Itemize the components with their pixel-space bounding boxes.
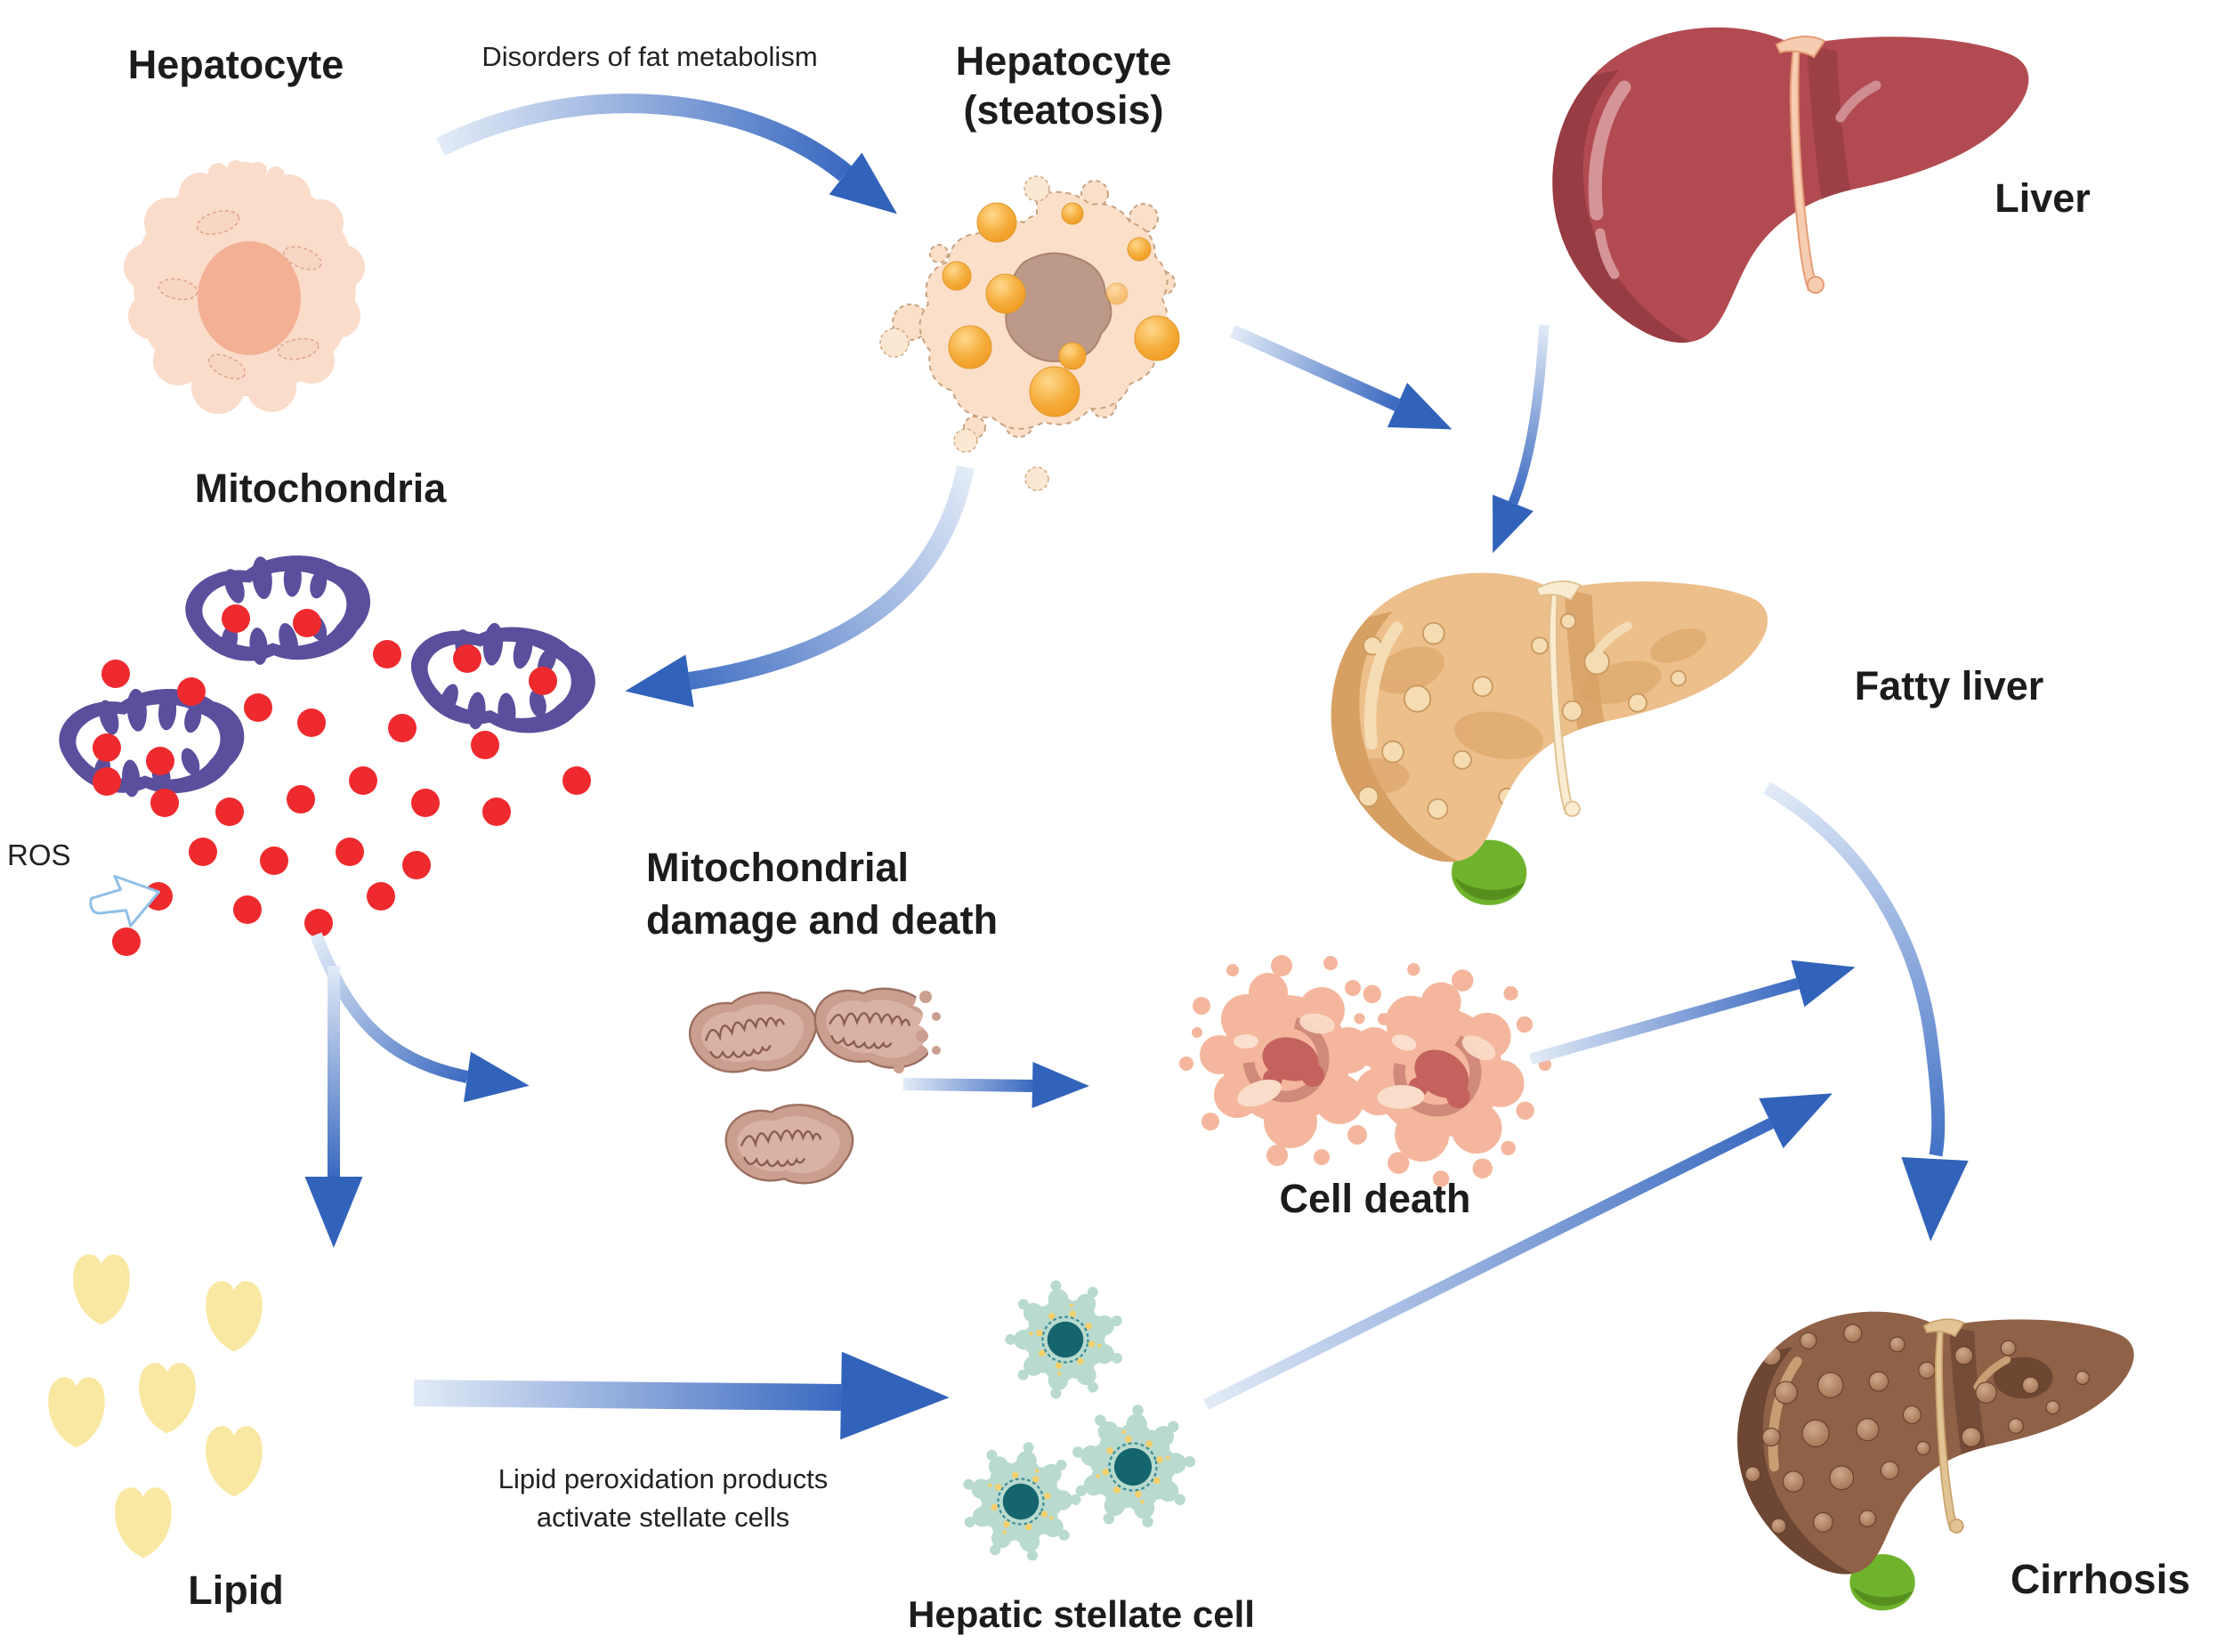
damaged-mitochondrion — [723, 1099, 856, 1187]
mitochondria-label-text: Mitochondria — [194, 466, 447, 511]
lipid-droplets-icon — [48, 1254, 263, 1559]
lipid-label-text: Lipid — [188, 1567, 284, 1613]
ros-label-text: ROS — [7, 838, 71, 871]
arrow-ros-to-lipid-icon — [304, 966, 363, 1248]
stellate-cells-icon — [939, 1272, 1210, 1584]
mito-damage-label-line1: Mitochondrial — [646, 845, 909, 890]
cirrhosis-label: Cirrhosis — [1985, 1554, 2216, 1604]
hepatocyte-label-text: Hepatocyte — [127, 42, 344, 87]
mitochondria-cluster-icon — [55, 545, 600, 956]
steatosis-lipid-droplets — [942, 202, 1180, 417]
arrow-ros-to-damage-icon — [310, 932, 533, 1112]
arrow-celldeath-to-cirrhosis-icon — [1529, 943, 1863, 1065]
mito-damage-label: Mitochondrial damage and death — [646, 842, 1180, 946]
stellate-label: Hepatic stellate cell — [886, 1591, 1277, 1637]
lipid-perox-line1: Lipid peroxidation products — [498, 1463, 829, 1494]
arrow-damage-to-celldeath-icon — [902, 1062, 1090, 1110]
stellate-cell — [995, 1272, 1135, 1411]
lipid-perox-annotation: Lipid peroxidation products activate ste… — [458, 1460, 868, 1537]
mitochondria-label: Mitochondria — [151, 465, 490, 514]
ros-arrow-icon — [89, 874, 161, 927]
cirrhosis-liver-icon — [1737, 1311, 2134, 1611]
cirrhosis-nodules — [1744, 1324, 2090, 1535]
ros-dots — [93, 604, 591, 956]
fatty-liver-label: Fatty liver — [1807, 662, 2092, 711]
arrow-lipid-to-stellate-icon — [413, 1351, 951, 1442]
mitochondrion-icon — [55, 681, 248, 802]
disorders-annotation: Disorders of fat metabolism — [441, 37, 859, 76]
arrow-steatosis-to-mitochondria-icon — [620, 466, 975, 718]
liver-ligament — [1775, 36, 1826, 294]
arrow-stellate-to-cirrhosis-icon — [1203, 1068, 1845, 1410]
steatosis-cell-icon — [879, 175, 1180, 491]
damaged-mitochondrion — [686, 987, 821, 1077]
steatosis-label: Hepatocyte (steatosis) — [917, 37, 1210, 135]
hepatocyte-mitochondria-outlines — [158, 210, 322, 380]
ros-label: ROS — [7, 835, 105, 876]
damaged-mitochondrion-broken — [807, 970, 952, 1076]
fatty-liver-icon — [1331, 572, 1768, 905]
liver-label-text: Liver — [1994, 175, 2091, 221]
arrow-liver-to-fatty-icon — [1472, 324, 1549, 562]
cirrhosis-label-text: Cirrhosis — [2011, 1556, 2190, 1602]
steatosis-label-line2: (steatosis) — [963, 86, 1164, 133]
cirrhosis-ligament — [1922, 1318, 1965, 1534]
arrow-disorders-icon — [436, 93, 914, 235]
disorders-text: Disorders of fat metabolism — [481, 41, 818, 72]
fatty-liver-ligament — [1535, 580, 1582, 817]
mitochondrion-icon — [180, 545, 376, 673]
arrow-fatty-to-cirrhosis-icon — [1763, 781, 1969, 1243]
liver-label: Liver — [1940, 174, 2145, 223]
stellate-cell — [1056, 1392, 1210, 1544]
hepatocyte-label: Hepatocyte — [98, 41, 374, 90]
damaged-mitochondria-icon — [686, 970, 952, 1187]
steatosis-nucleus — [1005, 252, 1112, 362]
steatosis-vesicles — [879, 175, 1050, 491]
mitochondrion-icon — [406, 616, 600, 740]
liver-icon — [1552, 27, 2029, 343]
mito-damage-label-line2: damage and death — [646, 896, 999, 943]
lipid-perox-line2: activate stellate cells — [536, 1502, 790, 1534]
arrow-steatosis-to-fatty-icon — [1229, 325, 1462, 452]
hepatocyte-nucleus — [198, 241, 301, 355]
steatosis-label-line1: Hepatocyte — [955, 38, 1172, 84]
lipid-label: Lipid — [134, 1567, 338, 1616]
stellate-label-text: Hepatic stellate cell — [908, 1593, 1255, 1635]
fatty-liver-label-text: Fatty liver — [1854, 663, 2044, 709]
hepatocyte-cell-icon — [124, 160, 365, 414]
cirrhosis-gallbladder — [1849, 1554, 1915, 1611]
